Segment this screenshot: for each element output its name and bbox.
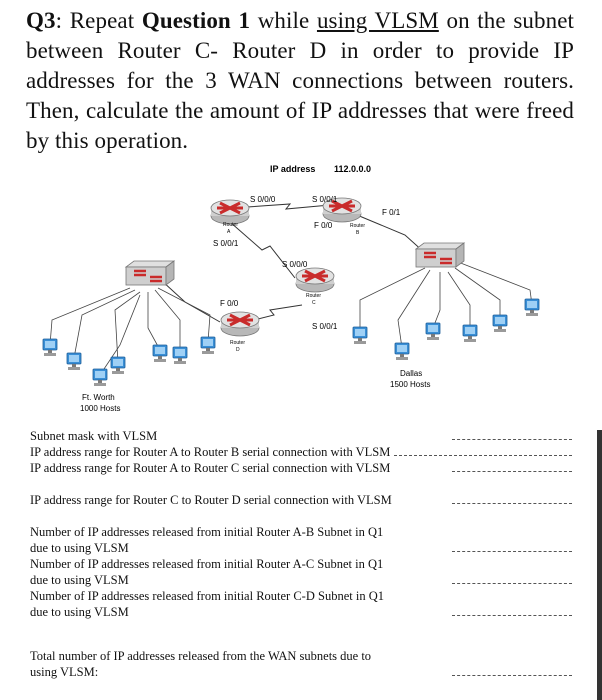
answer-section: Subnet mask with VLSM IP address range f… (30, 428, 572, 680)
pc-icon (492, 314, 508, 333)
range-cd-row: IP address range for Router C to Router … (30, 492, 572, 508)
port-b-s001: S 0/0/1 (312, 195, 338, 204)
released-ac-row: Number of IP addresses released from ini… (30, 556, 572, 588)
dallas-lan-cables (359, 261, 533, 349)
pc-icon (110, 356, 126, 375)
port-b-f01: F 0/1 (382, 208, 401, 217)
ftworth-hosts: 1000 Hosts (80, 404, 120, 413)
released-cd-row: Number of IP addresses released from ini… (30, 588, 572, 620)
subnet-mask-row: Subnet mask with VLSM (30, 428, 572, 444)
released-ac-label-2: due to using VLSM (30, 573, 129, 587)
total-released-label-2: using VLSM: (30, 665, 99, 679)
ip-address-label: IP address (270, 164, 315, 174)
total-released-blank[interactable] (452, 674, 572, 676)
released-cd-label-2: due to using VLSM (30, 605, 129, 619)
switch-dallas (414, 241, 466, 269)
router-a-name: Router (223, 222, 238, 228)
port-a-s001: S 0/0/1 (213, 239, 239, 248)
range-ab-row: IP address range for Router A to Router … (30, 444, 572, 460)
pc-icon (200, 336, 216, 355)
range-ac-label: IP address range for Router A to Router … (30, 461, 391, 475)
range-ab-blank[interactable] (394, 454, 572, 456)
dallas-name: Dallas (400, 369, 422, 378)
network-diagram: IP address 112.0.0.0 (30, 150, 570, 425)
router-a (209, 198, 251, 226)
router-d (219, 310, 261, 338)
switch-ftworth (124, 259, 176, 287)
question-text: Q3: Repeat Question 1 while using VLSM o… (26, 6, 574, 156)
released-ac-blank[interactable] (452, 582, 572, 584)
router-d-name: Router (230, 340, 245, 346)
released-ab-blank[interactable] (452, 550, 572, 552)
router-c (294, 266, 336, 294)
question-reference: Question 1 (141, 8, 251, 33)
released-cd-blank[interactable] (452, 614, 572, 616)
router-b-name: Router (350, 223, 365, 229)
range-ac-row: IP address range for Router A to Router … (30, 460, 572, 476)
released-cd-label-1: Number of IP addresses released from ini… (30, 589, 384, 603)
subnet-mask-blank[interactable] (452, 438, 572, 440)
dallas-hosts: 1500 Hosts (390, 380, 430, 389)
port-b-f00: F 0/0 (314, 221, 333, 230)
subnet-mask-label: Subnet mask with VLSM (30, 429, 158, 443)
scrollbar[interactable] (597, 430, 602, 700)
total-released-label-1: Total number of IP addresses released fr… (30, 649, 372, 663)
port-c-s001: S 0/0/1 (312, 322, 338, 331)
ip-address-value: 112.0.0.0 (334, 164, 371, 174)
total-released-row: Total number of IP addresses released fr… (30, 648, 572, 680)
question-mid: while (250, 8, 317, 33)
question-label: Q3 (26, 8, 56, 33)
port-c-s000: S 0/0/0 (282, 260, 308, 269)
released-ab-label-2: due to using VLSM (30, 541, 129, 555)
range-cd-label: IP address range for Router C to Router … (30, 493, 392, 507)
router-c-name: Router (306, 293, 321, 299)
pc-icon (352, 326, 368, 345)
pc-icon (66, 352, 82, 371)
ftworth-name: Ft. Worth (82, 393, 115, 402)
pc-icon (462, 324, 478, 343)
router-b-letter: B (356, 230, 360, 236)
port-d-f00: F 0/0 (220, 299, 239, 308)
router-d-letter: D (236, 347, 240, 353)
pc-icon (524, 298, 540, 317)
range-ab-label: IP address range for Router A to Router … (30, 445, 391, 459)
ftworth-lan-cables (49, 287, 211, 376)
router-a-letter: A (227, 229, 231, 235)
pc-icon (152, 344, 168, 363)
dallas-pcs (352, 298, 540, 361)
port-a-s000: S 0/0/0 (250, 195, 276, 204)
question-vlsm: using VLSM (316, 8, 439, 33)
pc-icon (425, 322, 441, 341)
released-ac-label-1: Number of IP addresses released from ini… (30, 557, 384, 571)
pc-icon (42, 338, 58, 357)
range-ac-blank[interactable] (452, 470, 572, 472)
range-cd-blank[interactable] (452, 502, 572, 504)
pc-icon (394, 342, 410, 361)
ftworth-pcs (42, 336, 216, 387)
router-c-letter: C (312, 300, 316, 306)
released-ab-row: Number of IP addresses released from ini… (30, 524, 572, 556)
question-intro: : Repeat (55, 8, 142, 33)
question-rest: on the subnet between Router C- Router D… (26, 8, 574, 153)
pc-icon (92, 368, 108, 387)
pc-icon (172, 346, 188, 365)
released-ab-label-1: Number of IP addresses released from ini… (30, 525, 384, 539)
